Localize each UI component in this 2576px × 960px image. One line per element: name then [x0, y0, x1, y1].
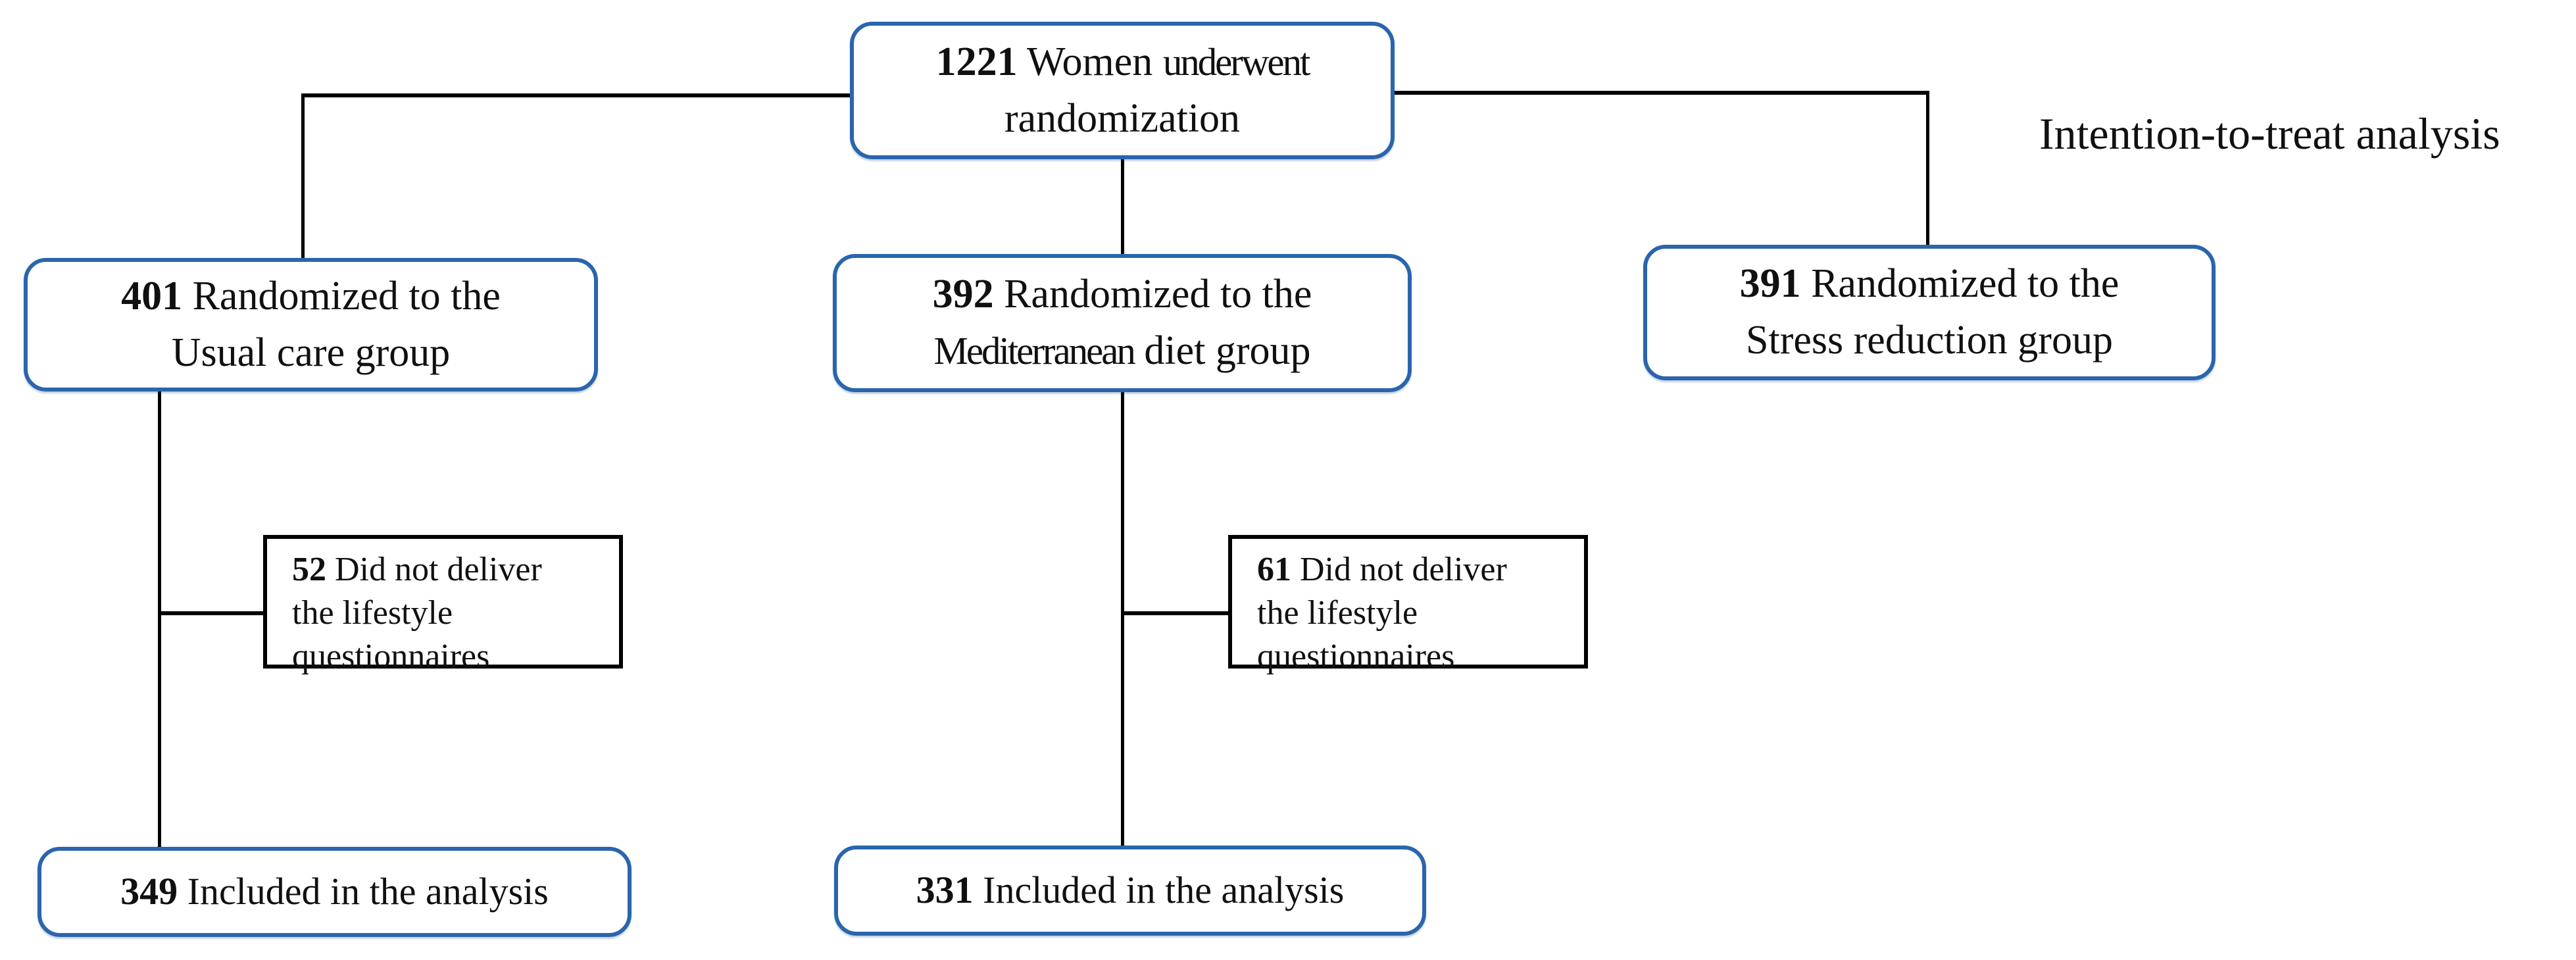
box-line: the lifestyle	[1257, 594, 1418, 632]
count-analysis-usual: 349	[120, 870, 178, 913]
connector-left-branch-vertical	[301, 93, 305, 261]
connector-med-column-vertical	[1121, 391, 1124, 848]
box-line: 331 Included in the analysis	[916, 869, 1345, 912]
box-line: 1221 Women underwent	[935, 39, 1311, 84]
box-analysis-usual-care: 349 Included in the analysis	[37, 847, 632, 937]
box-line: the lifestyle	[292, 594, 453, 632]
count-dropout-med: 61	[1257, 551, 1291, 588]
box-stress-reduction-group: 391 Randomized to the Stress reduction g…	[1643, 245, 2216, 380]
box-analysis-mediterranean: 331 Included in the analysis	[834, 846, 1426, 936]
box-line: questionnaires	[1257, 638, 1455, 676]
box-line: 391 Randomized to the	[1739, 261, 2119, 307]
box-line: randomization	[1004, 95, 1241, 141]
count-stress-reduction: 391	[1739, 261, 1801, 307]
connector-center-top-vertical	[1121, 158, 1124, 257]
count-usual-care: 401	[121, 273, 183, 318]
box-line: 349 Included in the analysis	[120, 870, 549, 913]
box-line: 52 Did not deliver	[292, 551, 542, 588]
box-usual-care-group: 401 Randomized to the Usual care group	[24, 258, 598, 392]
box-line: Stress reduction group	[1746, 318, 2113, 363]
count-dropout-usual: 52	[292, 551, 326, 588]
count-mediterranean: 392	[932, 272, 994, 317]
connector-top-right-horizontal	[1395, 91, 1929, 95]
box-line: Usual care group	[171, 330, 451, 375]
count-analysis-med: 331	[916, 869, 974, 912]
connector-right-branch-vertical	[1926, 91, 1929, 247]
box-dropout-usual-care: 52 Did not deliver the lifestyle questio…	[263, 535, 623, 675]
connector-med-dropout-horizontal	[1121, 611, 1231, 615]
box-randomization-total: 1221 Women underwent randomization	[850, 22, 1395, 159]
connector-top-left-horizontal	[303, 93, 850, 97]
connector-usual-column-vertical	[158, 390, 161, 849]
box-line: 401 Randomized to the	[121, 273, 501, 318]
connector-usual-dropout-horizontal	[158, 611, 266, 615]
box-dropout-mediterranean: 61 Did not deliver the lifestyle questio…	[1228, 535, 1588, 675]
box-line: Mediterranean diet group	[933, 328, 1311, 373]
box-line: 392 Randomized to the	[932, 272, 1312, 317]
box-line: questionnaires	[292, 638, 490, 676]
box-mediterranean-diet-group: 392 Randomized to the Mediterranean diet…	[833, 254, 1412, 392]
count-randomized-total: 1221	[935, 39, 1018, 84]
intention-to-treat-label: Intention-to-treat analysis	[2039, 109, 2500, 159]
box-line: 61 Did not deliver	[1257, 551, 1507, 588]
